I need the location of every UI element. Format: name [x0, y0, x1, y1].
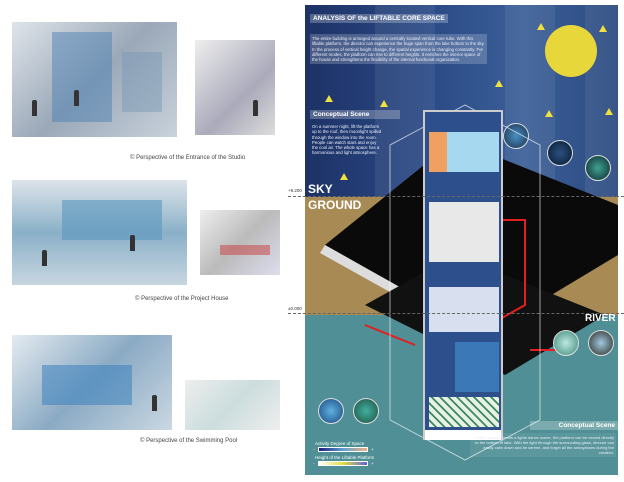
legend-plus: +: [371, 447, 374, 452]
poster-title: ANALYSIS OF the LIFTABLE CORE SPACE: [310, 14, 448, 23]
liftable-core-tube: [423, 110, 503, 440]
legend-minus: -: [313, 461, 315, 466]
caption-text: Perspective of the Project House: [141, 296, 229, 302]
scene-photo-circle: [585, 155, 611, 181]
swimming-pool-detail: [185, 380, 280, 430]
lake-photo-circle: [353, 398, 379, 424]
studio-entrance-perspective: [12, 22, 177, 137]
scene-bottom-text: When director needs a lights dance scene…: [470, 433, 616, 457]
zone-label-sky: SKY: [308, 182, 333, 196]
scene-top-text: On a summer night, lift the platform up …: [312, 124, 382, 156]
river-photo-circle: [588, 330, 614, 356]
river-photo-circle: [553, 330, 579, 356]
legend-activity-label: Activity Degree of Space: [315, 441, 365, 446]
zone-label-river: RIVER: [585, 313, 616, 324]
scene-top-heading: Conceptual Scene: [310, 110, 400, 119]
scene-photo-circle: [547, 140, 573, 166]
activity-color-bar: [318, 447, 368, 452]
caption-text: Perspective of the Swimming Pool: [146, 438, 238, 444]
height-color-bar: [318, 461, 368, 466]
caption-text: Perspective of the Entrance of the Studi…: [136, 155, 246, 161]
scene-bottom-heading: Conceptual Scene: [530, 421, 618, 430]
project-house-perspective: [12, 180, 187, 285]
zone-label-ground: GROUND: [308, 198, 362, 212]
legend-minus: -: [313, 447, 315, 452]
caption-studio: © Perspective of the Entrance of the Stu…: [130, 155, 246, 161]
caption-swimming-pool: © Perspective of the Swimming Pool: [140, 438, 238, 444]
caption-project-house: © Perspective of the Project House: [135, 296, 229, 302]
project-house-detail: [200, 210, 280, 275]
level-line-ground: [288, 313, 624, 314]
moon-icon: [545, 25, 597, 77]
level-marker-0000: ±0.000: [288, 306, 302, 311]
core-space-analysis-poster: ANALYSIS OF the LIFTABLE CORE SPACE The …: [305, 5, 618, 475]
legend-height-label: Height of the Liftable Platform: [315, 455, 375, 460]
studio-entrance-detail: [195, 40, 275, 135]
level-marker-9200: +9.200: [288, 188, 302, 193]
lake-photo-circle: [318, 398, 344, 424]
legend-plus: +: [371, 461, 374, 466]
swimming-pool-perspective: [12, 335, 172, 430]
intro-text: The entire building is arranged around a…: [310, 34, 487, 65]
level-line-sky: [288, 196, 624, 197]
